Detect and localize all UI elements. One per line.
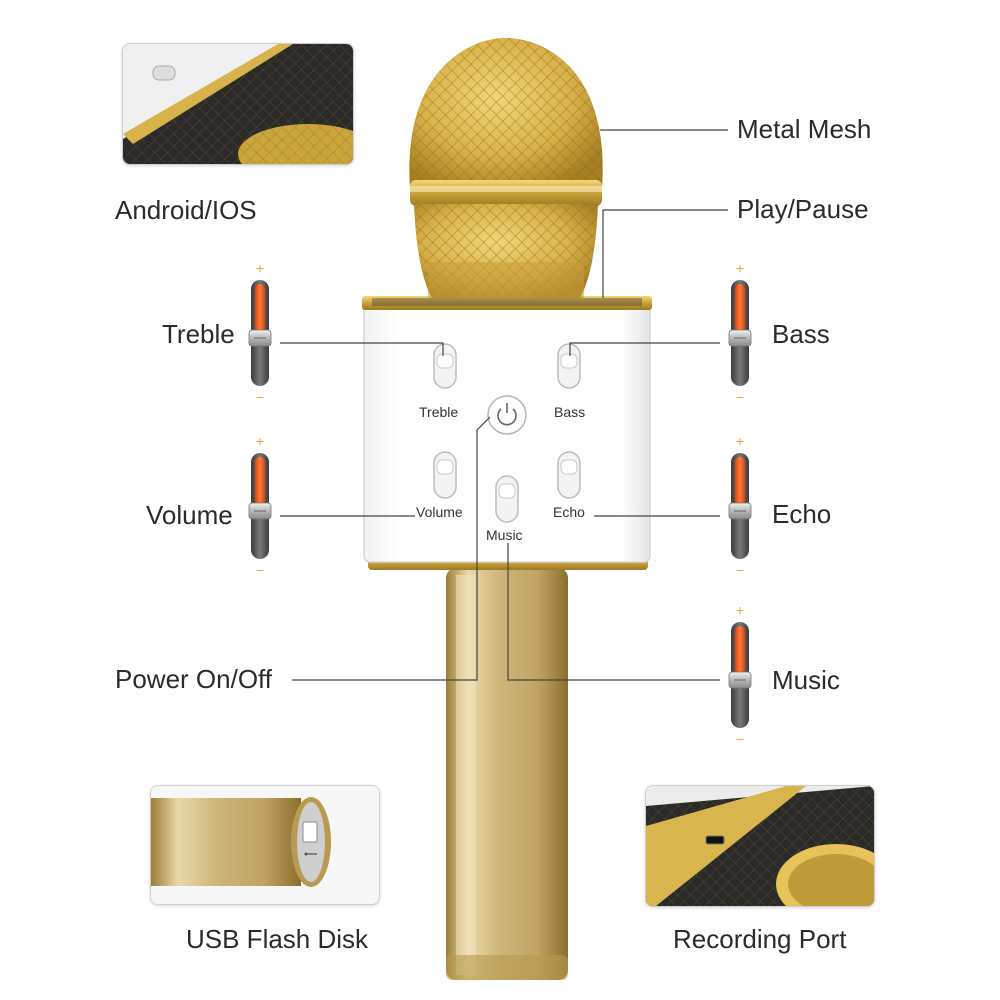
body-switch-volume[interactable] <box>433 451 457 499</box>
inset-android-ios <box>122 43 354 165</box>
body-label-treble: Treble <box>419 404 459 420</box>
usb-port-icon <box>302 821 318 843</box>
label-recording-port: Recording Port <box>673 924 847 954</box>
body-label-volume: Volume <box>416 504 463 520</box>
slider-icon-volume: +− <box>248 433 272 578</box>
inset-usb-flash-disk <box>150 785 380 905</box>
slider-minus-icon: − <box>736 389 744 405</box>
slider-minus-icon: − <box>736 731 744 747</box>
body-switch-music[interactable] <box>495 475 519 523</box>
inset-android-ios-photo <box>123 44 353 164</box>
label-play-pause: Play/Pause <box>737 194 869 224</box>
slider-icon-treble: +− <box>248 260 272 405</box>
slider-plus-icon: + <box>736 433 744 449</box>
label-treble: Treble <box>162 319 235 349</box>
label-power: Power On/Off <box>115 664 273 694</box>
label-music: Music <box>772 665 840 695</box>
usb-icon <box>304 852 317 856</box>
body-label-music: Music <box>486 527 523 543</box>
power-icon <box>497 403 517 426</box>
body-label-echo: Echo <box>553 504 585 520</box>
body-switch-treble[interactable] <box>433 343 457 389</box>
slider-icon-bass: +− <box>728 260 752 405</box>
leader-play-pause <box>602 209 728 298</box>
slider-plus-icon: + <box>256 433 264 449</box>
slider-minus-icon: − <box>256 562 264 578</box>
label-echo: Echo <box>772 499 832 529</box>
slider-plus-icon: + <box>256 260 264 276</box>
label-android-ios: Android/IOS <box>115 195 257 225</box>
body-label-bass: Bass <box>554 404 586 420</box>
body-switch-bass[interactable] <box>557 343 581 389</box>
slider-icon-echo: +− <box>728 433 752 578</box>
slider-minus-icon: − <box>736 562 744 578</box>
mic-handle <box>446 568 568 980</box>
label-bass: Bass <box>772 319 830 349</box>
leader-lines <box>280 129 728 681</box>
slider-plus-icon: + <box>736 602 744 618</box>
power-button[interactable] <box>487 395 527 435</box>
inset-recording-port <box>645 785 875 907</box>
metal-mesh <box>409 38 603 298</box>
recording-port-icon <box>705 835 725 845</box>
label-metal-mesh: Metal Mesh <box>737 114 872 144</box>
slider-icon-music: +− <box>728 602 752 747</box>
slider-plus-icon: + <box>736 260 744 276</box>
leader-power <box>292 416 491 681</box>
inset-recording-photo <box>646 786 874 906</box>
label-usb-flash-disk: USB Flash Disk <box>186 924 369 954</box>
leader-music <box>507 543 720 681</box>
leader-bass <box>569 342 720 356</box>
slider-minus-icon: − <box>256 389 264 405</box>
leader-treble <box>280 342 444 356</box>
body-switch-echo[interactable] <box>557 451 581 499</box>
inset-usb-photo <box>151 786 379 904</box>
label-volume: Volume <box>146 500 233 530</box>
